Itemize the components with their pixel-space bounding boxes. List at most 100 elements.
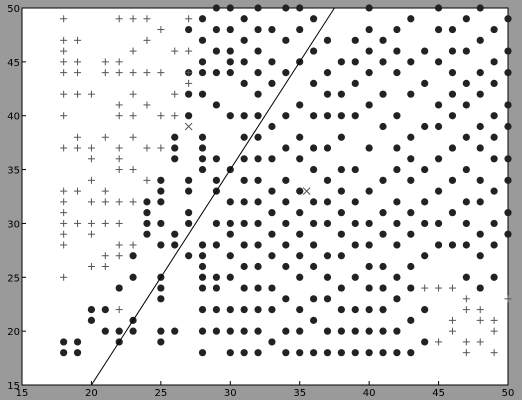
data-point-circle [323,252,332,260]
data-point-circle [268,79,276,87]
data-point-plus [129,90,137,98]
data-point-circle [323,349,332,357]
data-point-circle [351,306,359,314]
data-point-circle [171,327,179,335]
data-point-cross [302,187,311,195]
data-point-circle [421,122,429,131]
data-point-plus [87,155,95,163]
data-point-plus [74,133,82,141]
data-point-plus [115,155,123,163]
data-point-circle [198,58,207,66]
data-point-circle [407,90,415,98]
data-point-circle [421,219,429,228]
data-point-plus [115,198,123,206]
data-point-circle [240,284,248,292]
data-point-plus [143,69,151,77]
data-point-plus [462,338,470,346]
data-point-circle [337,284,345,292]
data-point-circle [240,15,248,23]
cross-b [184,122,193,131]
data-point-circle [282,219,290,228]
data-point-circle [282,262,290,271]
data-point-circle [434,187,443,195]
data-point-plus [129,198,137,206]
data-point-circle [310,349,318,357]
x-tick-label: 45 [432,388,445,399]
data-point-circle [143,219,151,228]
data-point-circle [504,47,512,55]
data-point-circle [504,230,512,238]
data-point-circle [504,122,512,131]
data-point-circle [323,198,332,206]
data-point-circle [171,241,179,249]
data-point-circle [351,327,359,335]
data-point-plus [143,101,151,109]
data-point-circle [87,306,96,314]
data-point-plus [129,69,137,77]
data-point-plus [435,284,443,292]
data-point-circle [393,144,401,152]
data-point-circle [198,133,207,141]
data-point-circle [379,58,387,66]
data-point-circle [296,187,304,195]
data-point-circle [365,69,373,77]
data-point-circle [212,25,220,34]
data-point-circle [101,327,109,335]
data-point-plus [60,241,68,249]
data-point-plus [129,133,137,141]
data-point-circle [129,273,137,281]
data-point-circle [504,101,512,109]
data-point-circle [407,133,415,141]
data-point-circle [310,144,318,152]
data-point-plus [87,198,95,206]
data-point-circle [254,284,262,292]
data-point-circle [254,349,262,357]
data-point-plus [157,112,165,120]
data-point-plus [129,15,137,23]
data-point-circle [490,79,498,87]
data-point-circle [212,327,220,335]
data-point-circle [226,25,234,34]
data-point-circle [282,176,290,184]
x-tick-label: 30 [224,388,237,399]
data-point-circle [240,112,248,120]
data-point-plus [60,219,68,227]
data-point-plus [87,219,95,227]
data-point-circle [448,144,457,152]
data-point-circle [129,327,137,335]
data-point-circle [365,262,373,271]
data-point-circle [379,230,387,238]
data-point-circle [226,252,234,260]
data-point-circle [198,36,207,44]
data-point-circle [434,25,443,34]
data-point-circle [198,165,207,174]
data-point-circle [185,219,193,228]
data-point-circle [198,284,207,292]
data-point-circle [254,90,262,98]
data-point-circle [407,15,415,23]
data-point-cross [184,122,193,131]
data-point-circle [448,176,457,184]
data-point-circle [240,198,248,206]
data-point-circle [407,284,415,292]
data-point-circle [212,241,220,249]
data-point-circle [365,349,373,357]
data-point-circle [337,187,345,195]
data-point-circle [171,133,179,141]
data-point-circle [379,349,387,357]
data-point-plus [185,47,193,55]
data-point-circle [365,4,373,12]
data-point-circle [212,4,220,12]
data-point-circle [351,273,359,281]
data-point-circle [365,219,373,228]
data-point-circle [254,133,262,141]
data-point-plus [115,144,123,152]
data-point-plus [60,36,68,44]
data-point-circle [254,4,262,12]
data-point-circle [157,187,165,195]
data-point-circle [393,47,401,55]
data-point-circle [185,176,193,184]
data-point-circle [351,58,359,66]
data-point-circle [448,241,457,249]
data-point-circle [101,306,109,314]
